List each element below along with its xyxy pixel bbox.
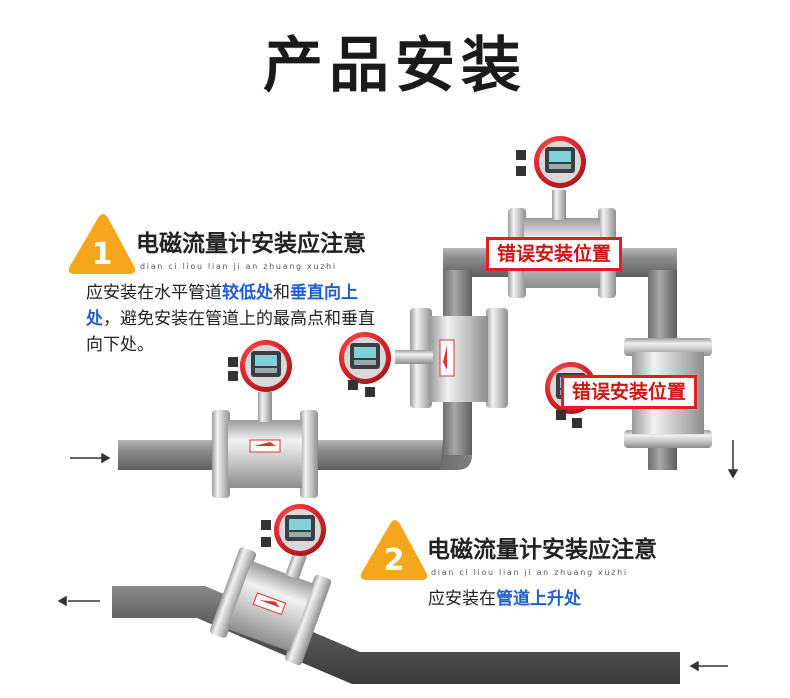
flowmeter-rising-pipe	[209, 547, 332, 666]
lower-pipe	[112, 586, 680, 684]
notice2-number: 2	[384, 543, 405, 578]
notice1-highlight-b: 垂直向上处	[86, 283, 358, 329]
flow-arrow-icon	[57, 440, 739, 672]
notice1-body: 应安装在水平管道较低处和垂直向上处，避免安装在管道上的最高点和垂直向下处。	[86, 280, 380, 358]
notice2-highlight-a: 管道上升处	[496, 589, 581, 609]
notice1-pinyin: dian ci liou lian ji an zhuang xuzhi	[140, 262, 337, 271]
notice2-pinyin: dian ci liou lian ji an zhuang xuzhi	[431, 568, 628, 577]
flowmeter-highest-point	[508, 136, 616, 298]
warning-triangle-icon: 1	[68, 214, 136, 274]
notice2-heading: 电磁流量计安装应注意	[427, 537, 657, 563]
flowmeter-rising-head	[261, 504, 326, 580]
notice1-text-c: ，避免安装在管道上的最高点和垂直向下处。	[86, 309, 375, 355]
notice1-number: 1	[92, 237, 113, 272]
notice1-text-a: 应安装在水平管道	[86, 283, 222, 303]
notice1-highlight-a: 较低处	[222, 283, 273, 303]
warning-triangle-icon: 2	[360, 520, 428, 580]
flowmeter-low-point	[212, 340, 318, 498]
notice2-text-a: 应安装在	[428, 589, 496, 609]
notice1-text-b: 和	[273, 283, 290, 303]
notice1-heading: 电磁流量计安装应注意	[136, 231, 366, 257]
page-title: 产品安装	[263, 31, 527, 101]
notice2-body: 应安装在管道上升处	[428, 586, 581, 612]
flowmeter-horizontal-bend	[339, 308, 508, 408]
wrong-position-label: 错误安装位置	[561, 375, 698, 409]
wrong-position-label: 错误安装位置	[486, 237, 623, 271]
